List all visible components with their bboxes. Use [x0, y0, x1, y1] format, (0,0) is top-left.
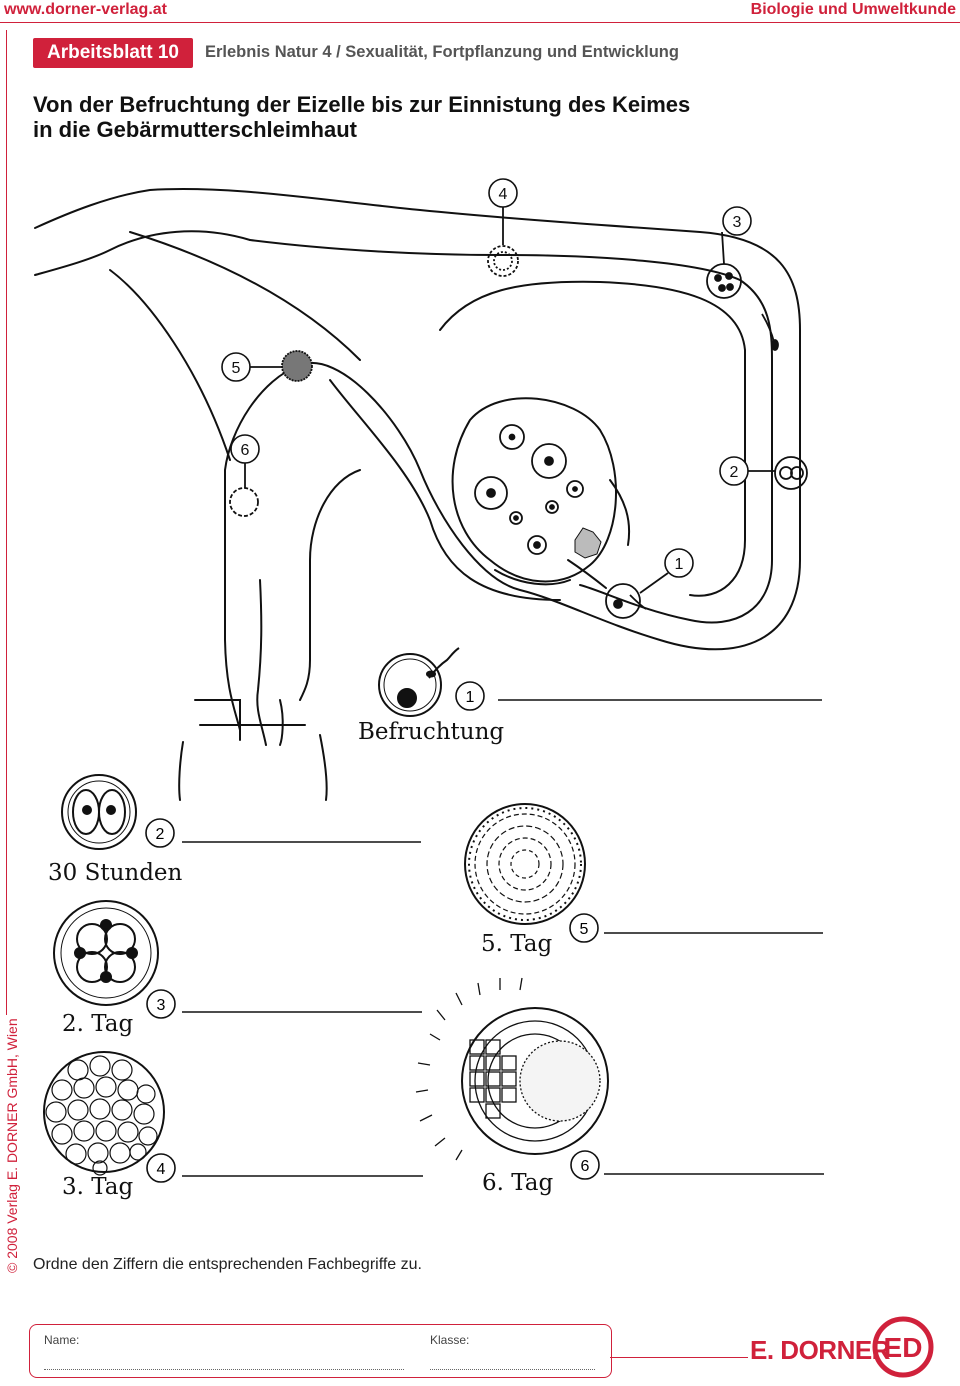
stage-4-label: 3. Tag: [62, 1174, 134, 1200]
logo-letters: ED: [884, 1332, 923, 1363]
diagram-markers: 4 3 5 6 2 1: [232, 186, 742, 573]
stage-1-number: 1: [466, 689, 475, 706]
fallopian-tube: [249, 239, 773, 624]
marker-5: 5: [232, 360, 241, 377]
stage-2-number: 2: [156, 826, 165, 843]
marker-4: 4: [499, 186, 508, 203]
publisher-logo-icon: ED: [872, 1316, 934, 1378]
instruction-text: Ordne den Ziffern die entsprechenden Fac…: [33, 1256, 422, 1273]
stage-1-illustration: [378, 647, 460, 717]
title-line-1: Von der Befruchtung der Eizelle bis zur …: [33, 92, 691, 117]
stage-3-illustration: [53, 900, 159, 1006]
stage-6-illustration: [415, 977, 609, 1161]
marker-1: 1: [675, 556, 684, 573]
stage-6-label: 6. Tag: [482, 1170, 554, 1196]
series-subtitle: Erlebnis Natur 4 / Sexualität, Fortpflan…: [205, 43, 679, 61]
stage-2-label: 30 Stunden: [48, 860, 183, 886]
marker-3: 3: [733, 214, 742, 231]
page-title: Von der Befruchtung der Eizelle bis zur …: [33, 92, 690, 142]
stage-1-label: Befruchtung: [358, 719, 504, 745]
class-label: Klasse:: [430, 1333, 470, 1347]
stage-4-illustration: [43, 1051, 165, 1176]
cervix: [194, 699, 241, 741]
header-divider: [0, 22, 960, 23]
stage-5-illustration: [464, 803, 586, 925]
name-field[interactable]: [44, 1355, 404, 1370]
stage-in-tube: [229, 245, 808, 619]
stage-3-number: 3: [157, 997, 166, 1014]
publisher-name: E. DORNER: [750, 1335, 890, 1365]
class-field[interactable]: [430, 1355, 595, 1370]
stage-2-illustration: [61, 774, 137, 850]
name-label: Name:: [44, 1333, 80, 1347]
title-line-2: in die Gebärmutterschleimhaut: [33, 117, 357, 142]
worksheet-badge: Arbeitsblatt 10: [33, 38, 193, 68]
marker-6: 6: [241, 442, 250, 459]
marker-2: 2: [730, 464, 739, 481]
stage-4-number: 4: [157, 1161, 166, 1178]
name-class-box: Name: Klasse:: [29, 1324, 612, 1378]
website-link[interactable]: www.dorner-verlag.at: [4, 1, 167, 18]
uterus-outline: [34, 188, 801, 731]
footer-divider: [610, 1357, 748, 1358]
subject-heading: Biologie und Umweltkunde: [750, 1, 956, 18]
stage-3-label: 2. Tag: [62, 1011, 134, 1037]
ovary: [451, 397, 617, 583]
stage-5-number: 5: [580, 921, 589, 938]
stage-5-label: 5. Tag: [481, 931, 553, 957]
stage-6-number: 6: [581, 1158, 590, 1175]
sidebar-divider: [6, 30, 7, 1015]
